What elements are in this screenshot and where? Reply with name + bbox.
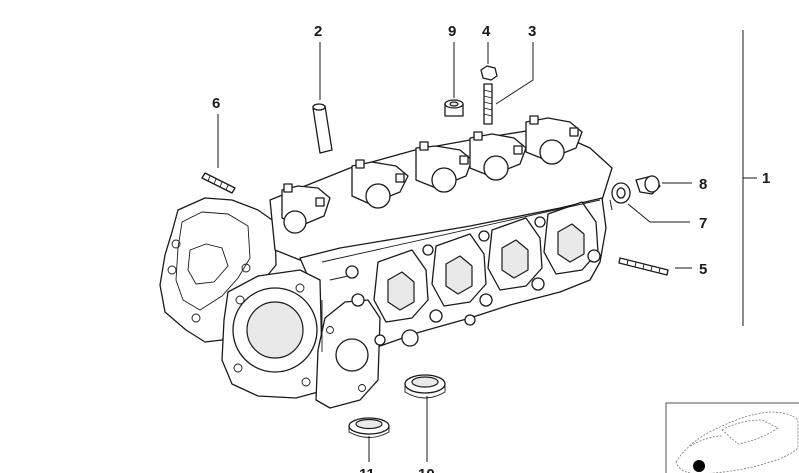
callout-2: 2 [314, 23, 322, 40]
callout-5: 5 [699, 261, 707, 278]
callout-4: 4 [482, 23, 491, 40]
callout-10: 10 [418, 466, 435, 473]
leader-lines [217, 30, 757, 462]
part-6-stud[interactable] [201, 172, 236, 194]
cylinder-head[interactable] [159, 115, 613, 409]
vehicle-location-thumbnail-icon [665, 402, 799, 473]
callout-7: 7 [699, 215, 707, 232]
callout-8: 8 [699, 176, 707, 193]
callout-11: 11 [359, 466, 375, 473]
callout-labels: 1 2 3 4 5 6 7 8 9 10 11 [212, 23, 770, 473]
part-4-nut[interactable] [480, 65, 498, 81]
part-11-gasket-ring[interactable] [348, 417, 390, 438]
part-8-plug[interactable] [635, 175, 661, 195]
part-3-stud[interactable] [483, 83, 493, 125]
part-9-sleeve-nut[interactable] [444, 99, 464, 117]
part-7-washer[interactable] [611, 182, 631, 204]
callout-1: 1 [762, 170, 770, 187]
part-2-sleeve[interactable] [312, 103, 333, 154]
callout-9: 9 [448, 23, 456, 40]
part-10-gasket-ring[interactable] [404, 374, 446, 399]
callout-6: 6 [212, 95, 220, 112]
thumbnail-location-marker [693, 460, 705, 472]
part-5-stud[interactable] [618, 257, 669, 276]
callout-3: 3 [528, 23, 536, 40]
